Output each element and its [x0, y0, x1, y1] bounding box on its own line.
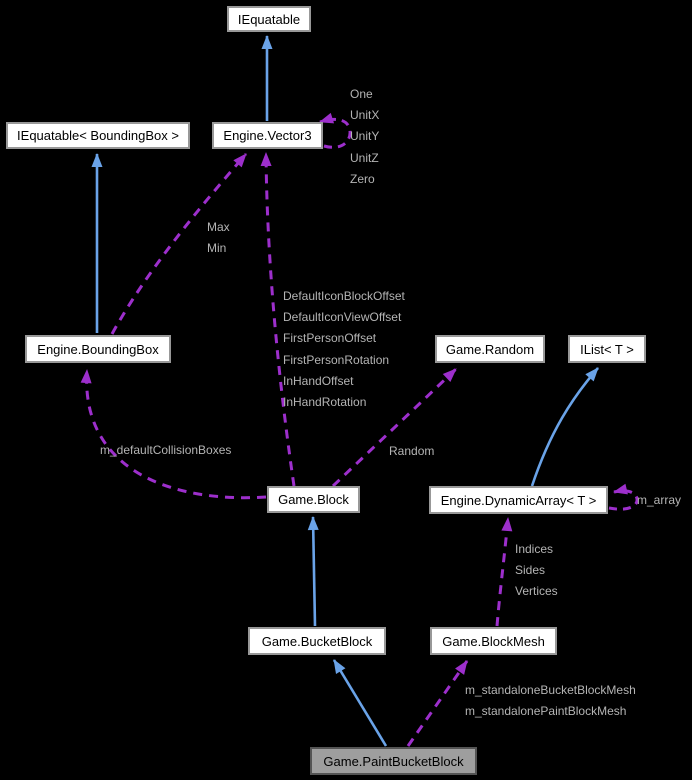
node-engine-dynamicarray-t-label: Engine.DynamicArray< T > — [440, 492, 597, 508]
node-game-bucketblock-label: Game.BucketBlock — [261, 633, 373, 649]
edge-label-random: Random — [389, 444, 435, 458]
node-engine-boundingbox[interactable]: Engine.BoundingBox — [25, 335, 171, 363]
node-game-blockmesh[interactable]: Game.BlockMesh — [430, 627, 557, 655]
node-game-blockmesh-label: Game.BlockMesh — [442, 633, 545, 649]
node-game-paintbucketblock: Game.PaintBucketBlock — [310, 747, 477, 775]
edge-label-sides: Sides — [515, 563, 546, 577]
edge-label-unitz: UnitZ — [350, 151, 379, 165]
node-engine-dynamicarray-t[interactable]: Engine.DynamicArray< T > — [429, 486, 608, 514]
node-game-bucketblock[interactable]: Game.BucketBlock — [248, 627, 386, 655]
edge-paintbucketblock-to-bucketblock — [332, 659, 388, 747]
edge-block-uses-boundingbox — [80, 369, 267, 500]
edge-label-inhandoffset: InHandOffset — [283, 374, 354, 388]
node-iequatable[interactable]: IEquatable — [227, 6, 311, 32]
edge-block-uses-random — [331, 367, 458, 488]
node-game-paintbucketblock-label: Game.PaintBucketBlock — [323, 753, 464, 769]
edge-label-defaulticonblockoffset: DefaultIconBlockOffset — [283, 289, 405, 303]
edge-block-uses-vector3 — [260, 152, 296, 487]
edge-dynamicarray-to-ilist — [530, 367, 599, 487]
edge-label-m-standalonepaintblockmesh: m_standalonePaintBlockMesh — [465, 704, 627, 718]
edge-paintbucketblock-uses-blockmesh — [406, 660, 469, 747]
edge-bucketblock-to-block — [307, 516, 319, 627]
edge-label-indices: Indices — [515, 542, 554, 556]
node-game-random[interactable]: Game.Random — [435, 335, 545, 363]
edge-label-unitx: UnitX — [350, 108, 380, 122]
node-engine-boundingbox-label: Engine.BoundingBox — [37, 341, 159, 357]
edge-label-m-array: m_array — [637, 493, 682, 507]
edge-label-m-defaultcollisionboxes: m_defaultCollisionBoxes — [100, 443, 232, 457]
edge-vector3-self-loop — [319, 112, 352, 149]
node-iequatable-boundingbox-label: IEquatable< BoundingBox > — [17, 128, 179, 143]
edge-label-firstpersonrotation: FirstPersonRotation — [283, 353, 390, 367]
edge-label-defaulticonviewoffset: DefaultIconViewOffset — [283, 310, 402, 324]
edge-label-firstpersonoffset: FirstPersonOffset — [283, 331, 377, 345]
node-game-block[interactable]: Game.Block — [267, 486, 360, 513]
edge-blockmesh-uses-dynamicarray — [495, 517, 513, 627]
edge-label-m-standalonebucketblockmesh: m_standaloneBucketBlockMesh — [465, 683, 636, 697]
edge-label-max: Max — [207, 220, 230, 234]
node-ilist-t-label: IList< T > — [580, 341, 634, 357]
node-iequatable-boundingbox[interactable]: IEquatable< BoundingBox > — [6, 122, 190, 149]
node-engine-vector3-label: Engine.Vector3 — [223, 128, 312, 143]
node-game-block-label: Game.Block — [278, 492, 349, 507]
node-iequatable-label: IEquatable — [237, 11, 301, 27]
node-game-random-label: Game.Random — [445, 341, 535, 357]
node-engine-vector3[interactable]: Engine.Vector3 — [212, 122, 323, 149]
edge-label-one: One — [350, 87, 373, 101]
edge-label-vertices: Vertices — [515, 584, 558, 598]
edge-boundingbox-uses-vector3 — [110, 153, 248, 335]
edge-label-unity: UnitY — [350, 129, 380, 143]
edge-label-zero: Zero — [350, 172, 375, 186]
node-ilist-t[interactable]: IList< T > — [568, 335, 646, 363]
edge-dynamicarray-self-loop — [608, 483, 639, 511]
edge-label-min: Min — [207, 241, 227, 255]
edge-label-inhandrotation: InHandRotation — [283, 395, 367, 409]
